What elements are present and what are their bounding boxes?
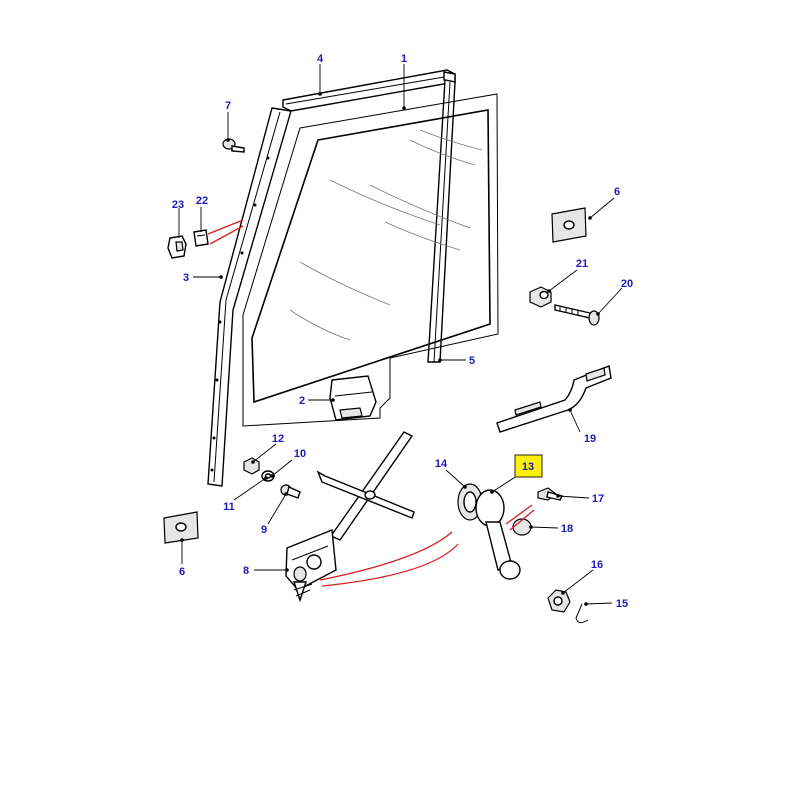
callout-18[interactable]: 18 <box>561 523 573 535</box>
callout-23[interactable]: 23 <box>172 199 184 211</box>
callout-17[interactable]: 17 <box>592 493 604 505</box>
part-16-nut <box>547 589 571 613</box>
part-19-bracket <box>496 365 612 433</box>
callout-13-highlight <box>514 454 543 478</box>
part-22-23-clips <box>167 229 209 259</box>
callout-11[interactable]: 11 <box>223 501 235 513</box>
callout-19[interactable]: 19 <box>584 433 596 445</box>
part-9-bolt <box>280 484 301 499</box>
callout-15[interactable]: 15 <box>616 598 628 610</box>
part-2-glass-clip <box>329 375 377 421</box>
part-12-nut <box>243 457 260 475</box>
part-18-cap <box>512 518 532 536</box>
part-3-front-channel <box>207 107 292 487</box>
callout-labels: 1 2 3 4 5 6 6 7 8 9 10 11 12 13 14 15 16… <box>172 53 633 610</box>
part-8-regulator <box>285 431 415 603</box>
callout-8[interactable]: 8 <box>243 565 249 577</box>
callout-22[interactable]: 22 <box>196 195 208 207</box>
part-15-clip <box>575 603 589 624</box>
callout-6-lower[interactable]: 6 <box>179 566 185 578</box>
part-5-rear-channel <box>427 79 456 363</box>
callout-1[interactable]: 1 <box>401 53 407 65</box>
red-accent-lines <box>207 219 535 587</box>
callout-7[interactable]: 7 <box>225 100 231 112</box>
callout-3[interactable]: 3 <box>183 272 189 284</box>
callout-14[interactable]: 14 <box>435 458 448 470</box>
callout-10[interactable]: 10 <box>294 448 306 460</box>
part-21-nut <box>529 286 552 308</box>
callout-4[interactable]: 4 <box>317 53 324 65</box>
callout-5[interactable]: 5 <box>469 355 475 367</box>
callout-6-upper[interactable]: 6 <box>614 186 620 198</box>
callout-2[interactable]: 2 <box>299 395 305 407</box>
part-13-winder-handle <box>475 489 521 580</box>
leader-lines <box>178 64 623 606</box>
part-1-glass <box>242 93 499 427</box>
part-20-bolt <box>554 304 600 326</box>
callout-12[interactable]: 12 <box>272 433 284 445</box>
part-6-pad-upper <box>551 207 587 243</box>
part-6-pad-lower <box>163 511 199 544</box>
callout-21[interactable]: 21 <box>576 258 588 270</box>
part-7-screw <box>222 138 245 153</box>
callout-20[interactable]: 20 <box>621 278 633 290</box>
part-17-screw <box>537 487 564 501</box>
callout-9[interactable]: 9 <box>261 524 267 536</box>
callout-16[interactable]: 16 <box>591 559 603 571</box>
callout-13[interactable]: 13 <box>522 461 534 473</box>
part-4-top-channel <box>282 69 456 112</box>
part-10-washer <box>261 470 275 482</box>
